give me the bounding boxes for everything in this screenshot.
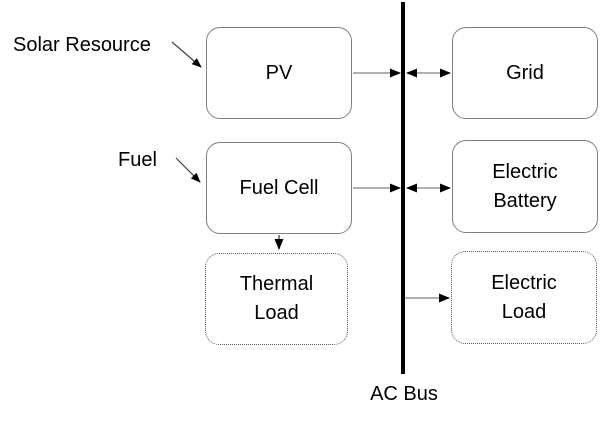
grid-node: Grid [452, 27, 598, 119]
electric-load-node-label: Electric Load [491, 271, 557, 323]
ac-bus-label: AC Bus [370, 383, 438, 405]
electric-load-node: Electric Load [451, 251, 597, 344]
electric-battery-node-label: Electric Battery [492, 160, 558, 212]
fuel-arrow [175, 157, 201, 183]
pv-node-label: PV [265, 61, 293, 84]
fuel-label: Fuel [118, 149, 157, 171]
fuel-cell-node: Fuel Cell [206, 142, 352, 234]
electric-battery-node: Electric Battery [452, 140, 598, 233]
solar-resource-label: Solar Resource [13, 34, 151, 56]
grid-node-label: Grid [506, 61, 544, 84]
thermal-load-node-label: Thermal Load [239, 273, 314, 324]
thermal-load-node: Thermal Load [205, 253, 348, 345]
fuel-cell-node-label: Fuel Cell [239, 176, 319, 199]
pv-node: PV [206, 27, 352, 119]
solar-resource-arrow [171, 41, 202, 68]
